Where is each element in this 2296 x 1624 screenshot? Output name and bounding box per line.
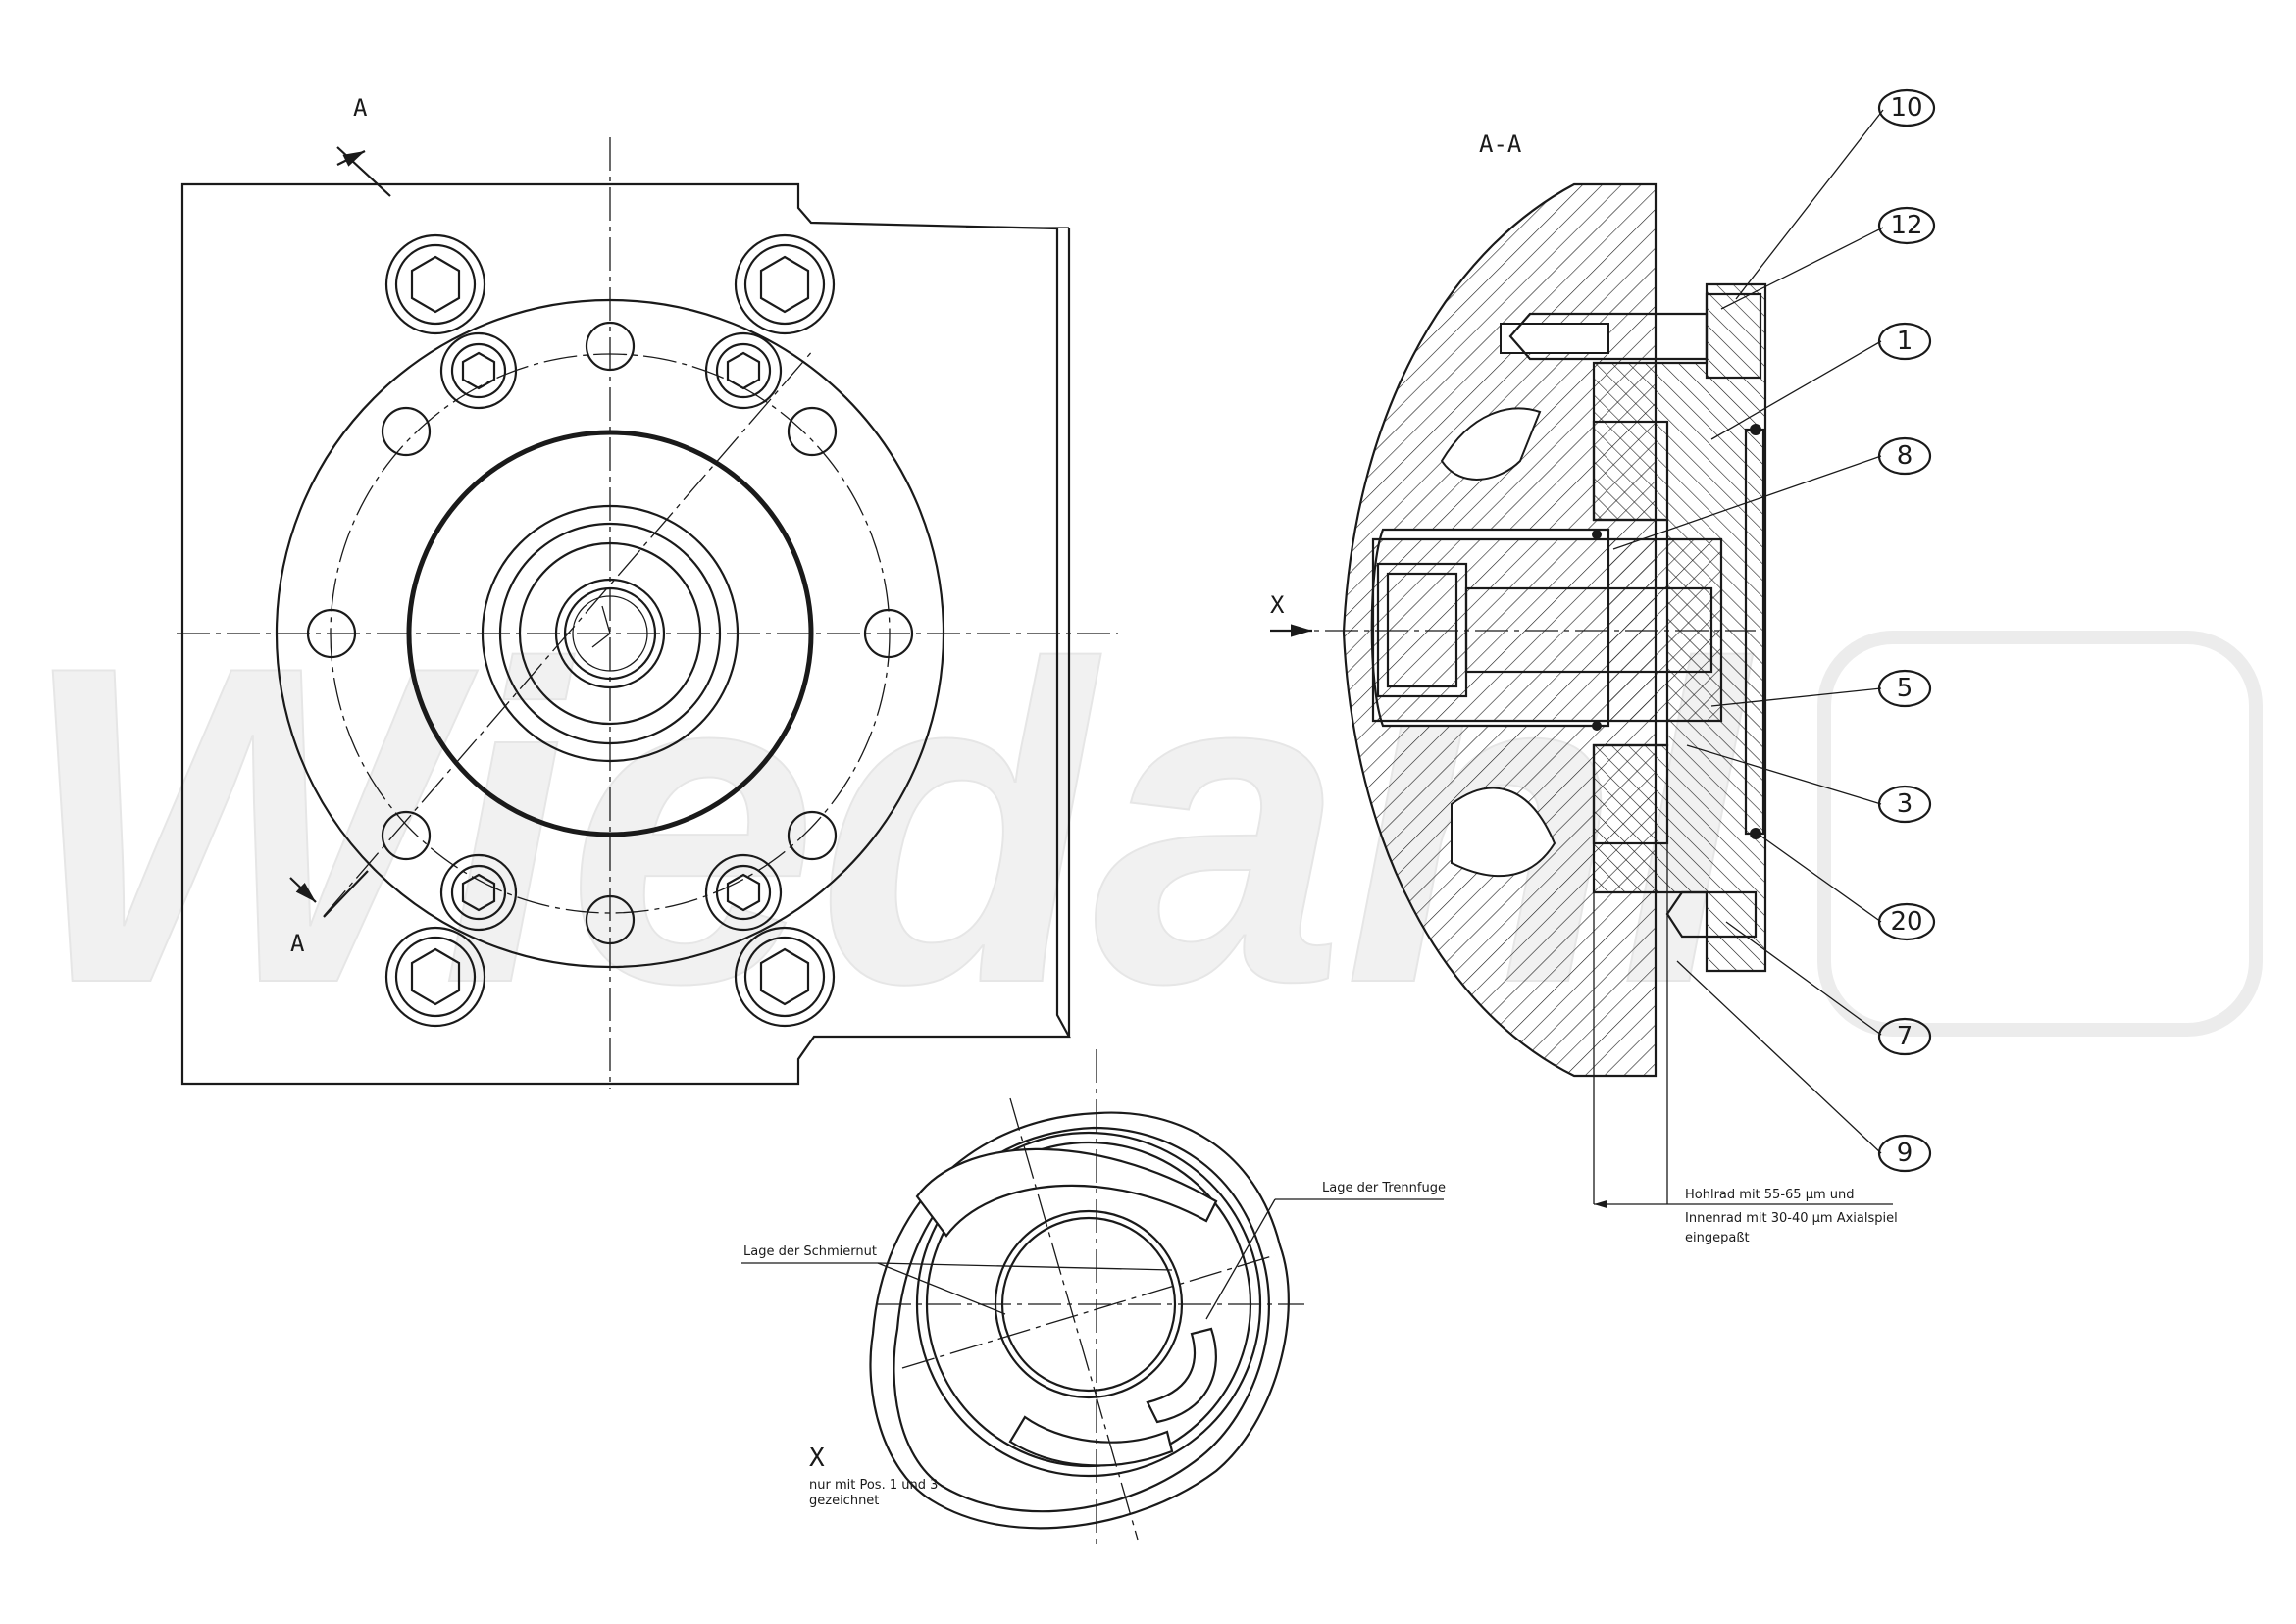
detail-note-line2: gezeichnet (809, 1494, 879, 1508)
svg-text:20: 20 (1890, 907, 1922, 937)
balloon-leaders (1612, 109, 1884, 1154)
through-holes (306, 321, 914, 945)
note-joint: Lage der Trennfuge (1322, 1181, 1446, 1195)
corner-bolt (734, 926, 836, 1028)
detail-note-line1: nur mit Pos. 1 und 3 (809, 1478, 938, 1493)
balloon: 3 (1877, 785, 1932, 824)
corner-bolt (734, 233, 836, 335)
svg-text:7: 7 (1897, 1022, 1913, 1051)
socket-screw (704, 331, 783, 410)
detail-title: X (809, 1444, 825, 1473)
section-marker-bottom: A (290, 930, 305, 957)
watermark: Wiedahl (19, 573, 2263, 1078)
section-marker-top: A (353, 94, 368, 122)
svg-text:3: 3 (1897, 789, 1913, 819)
fit-note-line1: Hohlrad mit 55-65 µm und (1685, 1188, 1855, 1202)
svg-text:5: 5 (1897, 674, 1913, 703)
socket-screw (704, 853, 783, 932)
socket-screw (439, 331, 518, 410)
balloon: 9 (1877, 1134, 1932, 1173)
balloon: 8 (1877, 436, 1932, 476)
watermark-badge (1817, 631, 2263, 1037)
svg-text:10: 10 (1890, 93, 1922, 123)
balloon: 10 (1877, 88, 1936, 127)
balloon: 5 (1877, 669, 1932, 708)
balloon: 12 (1877, 206, 1936, 245)
balloon: 7 (1877, 1017, 1932, 1056)
balloon: 1 (1877, 322, 1932, 361)
fit-note-line2: Innenrad mit 30-40 µm Axialspiel (1685, 1211, 1898, 1226)
svg-text:9: 9 (1897, 1139, 1913, 1168)
section-title: A-A (1479, 130, 1522, 158)
svg-text:12: 12 (1890, 211, 1922, 240)
corner-bolt (384, 926, 486, 1028)
balloon: 20 (1877, 902, 1936, 941)
view-arrow-label: X (1270, 591, 1285, 619)
corner-bolt (384, 233, 486, 335)
front-view: A A (177, 94, 1118, 1089)
detail-view: Lage der Schmiernut Lage der Trennfuge X… (741, 1049, 1446, 1545)
note-groove: Lage der Schmiernut (743, 1244, 877, 1259)
socket-screw (439, 853, 518, 932)
svg-text:8: 8 (1897, 441, 1913, 471)
section-view: A-A X Hohlrad mit 55- (1270, 88, 1936, 1245)
svg-text:1: 1 (1897, 327, 1913, 356)
fit-note-line3: eingepaßt (1685, 1231, 1750, 1245)
